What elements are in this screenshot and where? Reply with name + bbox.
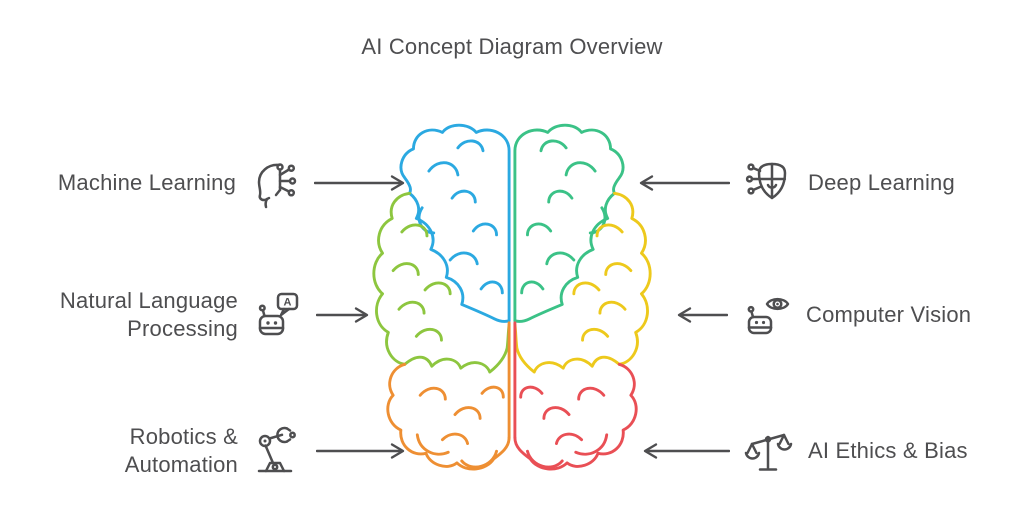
brain-region-top-right bbox=[513, 123, 625, 323]
brain-region-mid-right bbox=[612, 191, 652, 366]
concept-deep-learning: Deep Learning bbox=[638, 156, 1008, 210]
robot-eye-icon bbox=[747, 297, 790, 335]
arrow-left-icon bbox=[677, 307, 728, 323]
concept-natural-language-processing: Natural Language Processing A bbox=[40, 282, 370, 348]
diagram-title: AI Concept Diagram Overview bbox=[361, 34, 663, 59]
computer-vision-label: Computer Vision bbox=[806, 302, 972, 327]
deep-learning-label: Deep Learning bbox=[808, 170, 955, 195]
concept-machine-learning: Machine Learning bbox=[40, 156, 406, 210]
svg-text:A: A bbox=[284, 297, 292, 309]
brain-region-top-left bbox=[399, 123, 511, 323]
arrow-left-icon bbox=[643, 443, 730, 459]
concept-robotics-automation: Robotics & Automation bbox=[40, 423, 406, 479]
nlp-label: Natural Language Processing bbox=[59, 288, 238, 341]
ai-ethics-bias-label: AI Ethics & Bias bbox=[808, 438, 968, 463]
robotics-label: Robotics & Automation bbox=[124, 424, 238, 477]
brain-region-mid-left bbox=[372, 191, 412, 366]
arrow-right-icon bbox=[316, 443, 405, 459]
arrow-right-icon bbox=[314, 175, 405, 191]
brain-illustration bbox=[372, 123, 652, 471]
head-circuit-icon bbox=[257, 163, 297, 209]
balance-scale-icon bbox=[744, 433, 793, 471]
concept-ai-ethics-bias: AI Ethics & Bias bbox=[642, 423, 1008, 479]
robot-chat-icon: A bbox=[258, 292, 299, 336]
machine-learning-label: Machine Learning bbox=[57, 170, 236, 195]
concept-computer-vision: Computer Vision bbox=[676, 287, 1024, 343]
robot-arm-icon bbox=[257, 426, 296, 473]
brain-right-hemisphere bbox=[513, 123, 652, 471]
arrow-right-icon bbox=[316, 307, 369, 323]
neural-shield-icon bbox=[745, 162, 787, 200]
arrow-left-icon bbox=[639, 175, 730, 191]
